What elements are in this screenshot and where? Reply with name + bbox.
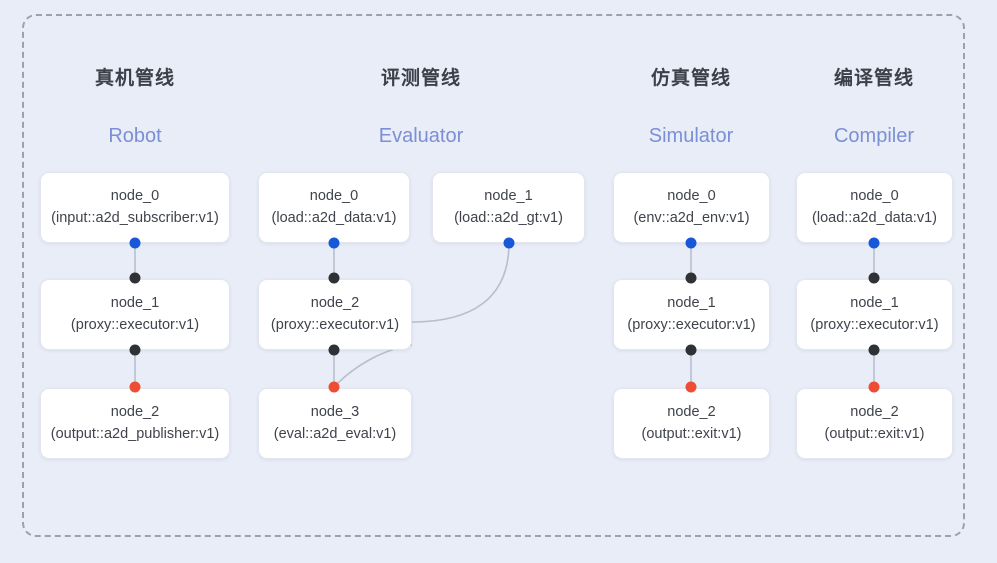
node-spec: (proxy::executor:v1) xyxy=(810,316,939,333)
port-input-evaluator-3[interactable] xyxy=(328,381,340,393)
node-name: node_0 xyxy=(850,188,899,205)
column-title-en-robot: Robot xyxy=(108,125,162,147)
port-input-simulator-1[interactable] xyxy=(685,272,697,284)
node-name: node_2 xyxy=(667,404,716,421)
node-evaluator-3[interactable]: node_3 (eval::a2d_eval:v1) xyxy=(258,388,412,459)
node-spec: (proxy::executor:v1) xyxy=(627,316,756,333)
node-spec: (proxy::executor:v1) xyxy=(70,316,200,333)
node-robot-2[interactable]: node_2 (output::a2d_publisher:v1) xyxy=(40,388,230,459)
node-name: node_0 xyxy=(110,188,160,205)
node-evaluator-0[interactable]: node_0 (load::a2d_data:v1) xyxy=(258,172,410,243)
node-robot-1[interactable]: node_1 (proxy::executor:v1) xyxy=(40,279,230,350)
node-name: node_1 xyxy=(484,188,533,205)
column-title-cn-robot: 真机管线 xyxy=(94,68,175,89)
column-title-en-compiler: Compiler xyxy=(833,125,915,147)
port-output-evaluator-2[interactable] xyxy=(328,344,340,356)
node-name: node_1 xyxy=(110,295,160,312)
node-spec: (load::a2d_data:v1) xyxy=(271,209,397,226)
port-input-simulator-2[interactable] xyxy=(685,381,697,393)
node-compiler-1[interactable]: node_1 (proxy::executor:v1) xyxy=(796,279,953,350)
port-input-evaluator-2[interactable] xyxy=(328,272,340,284)
node-name: node_0 xyxy=(309,188,359,205)
dashed-boundary-frame xyxy=(22,14,965,537)
port-input-robot-1[interactable] xyxy=(129,272,141,284)
port-output-evaluator-0[interactable] xyxy=(328,237,340,249)
node-evaluator-1[interactable]: node_1 (load::a2d_gt:v1) xyxy=(432,172,585,243)
port-input-compiler-2[interactable] xyxy=(868,381,880,393)
node-spec: (env::a2d_env:v1) xyxy=(633,209,750,226)
node-name: node_0 xyxy=(667,188,716,205)
port-output-simulator-0[interactable] xyxy=(685,237,697,249)
column-title-cn-evaluator: 评测管线 xyxy=(380,68,461,89)
node-name: node_2 xyxy=(110,404,160,421)
node-spec: (eval::a2d_eval:v1) xyxy=(273,425,397,442)
node-spec: (load::a2d_gt:v1) xyxy=(454,209,563,226)
port-output-robot-0[interactable] xyxy=(129,237,141,249)
port-output-evaluator-1[interactable] xyxy=(503,237,515,249)
column-title-en-simulator: Simulator xyxy=(648,125,734,147)
node-compiler-0[interactable]: node_0 (load::a2d_data:v1) xyxy=(796,172,953,243)
port-output-compiler-1[interactable] xyxy=(868,344,880,356)
column-title-cn-compiler: 编译管线 xyxy=(833,68,914,89)
node-simulator-0[interactable]: node_0 (env::a2d_env:v1) xyxy=(613,172,770,243)
node-simulator-2[interactable]: node_2 (output::exit:v1) xyxy=(613,388,770,459)
node-spec: (load::a2d_data:v1) xyxy=(812,209,937,226)
node-robot-0[interactable]: node_0 (input::a2d_subscriber:v1) xyxy=(40,172,230,243)
node-name: node_1 xyxy=(850,295,899,312)
column-title-cn-simulator: 仿真管线 xyxy=(650,68,731,89)
node-name: node_2 xyxy=(310,295,360,312)
port-input-compiler-1[interactable] xyxy=(868,272,880,284)
node-simulator-1[interactable]: node_1 (proxy::executor:v1) xyxy=(613,279,770,350)
column-title-en-evaluator: Evaluator xyxy=(378,125,464,147)
node-evaluator-2[interactable]: node_2 (proxy::executor:v1) xyxy=(258,279,412,350)
node-name: node_2 xyxy=(850,404,899,421)
node-spec: (output::a2d_publisher:v1) xyxy=(50,425,220,442)
node-spec: (output::exit:v1) xyxy=(641,425,742,442)
port-input-robot-2[interactable] xyxy=(129,381,141,393)
node-name: node_1 xyxy=(667,295,716,312)
port-output-simulator-1[interactable] xyxy=(685,344,697,356)
node-compiler-2[interactable]: node_2 (output::exit:v1) xyxy=(796,388,953,459)
port-output-robot-1[interactable] xyxy=(129,344,141,356)
port-output-compiler-0[interactable] xyxy=(868,237,880,249)
node-spec: (proxy::executor:v1) xyxy=(270,316,400,333)
node-spec: (input::a2d_subscriber:v1) xyxy=(51,209,219,226)
node-spec: (output::exit:v1) xyxy=(824,425,925,442)
node-name: node_3 xyxy=(310,404,360,421)
